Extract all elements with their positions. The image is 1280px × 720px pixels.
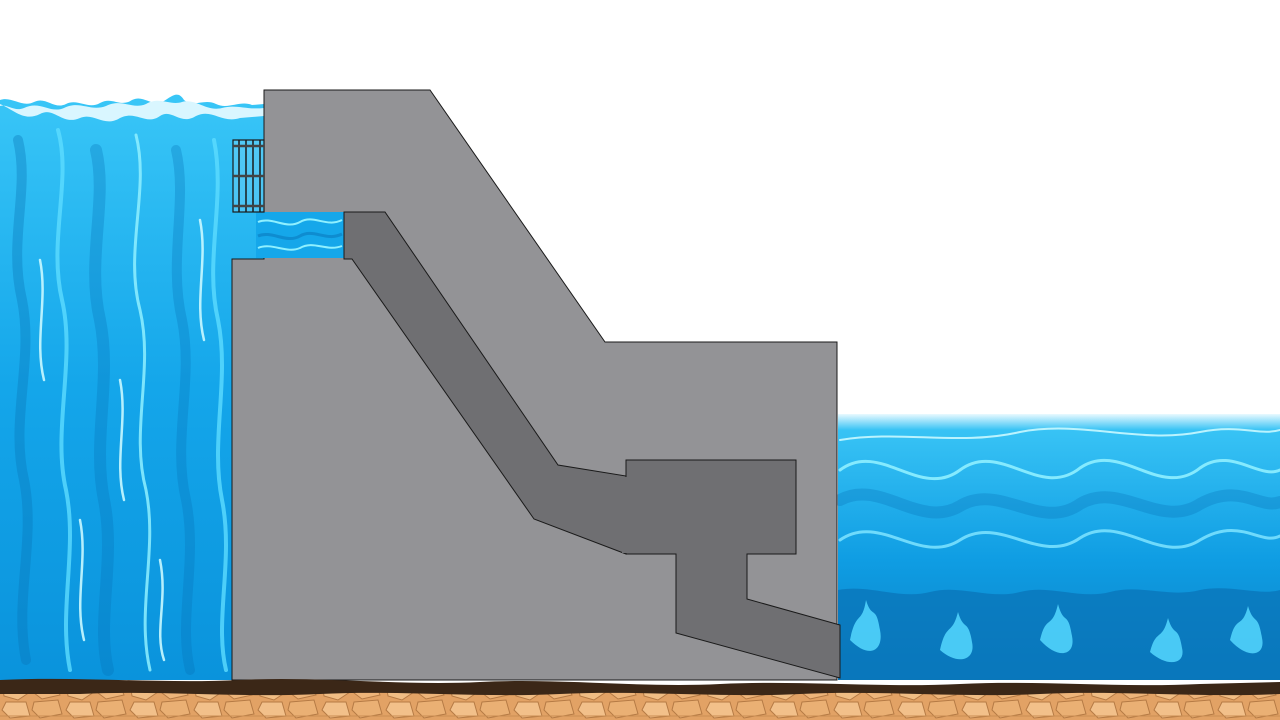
upstream-reservoir [0,94,264,680]
turbine-chamber [625,459,841,679]
riverbed-ground [0,678,1280,720]
penstock-joint [622,477,630,553]
intake-water [256,212,344,258]
downstream-river [834,414,1280,680]
trash-rack-gate [232,139,265,213]
